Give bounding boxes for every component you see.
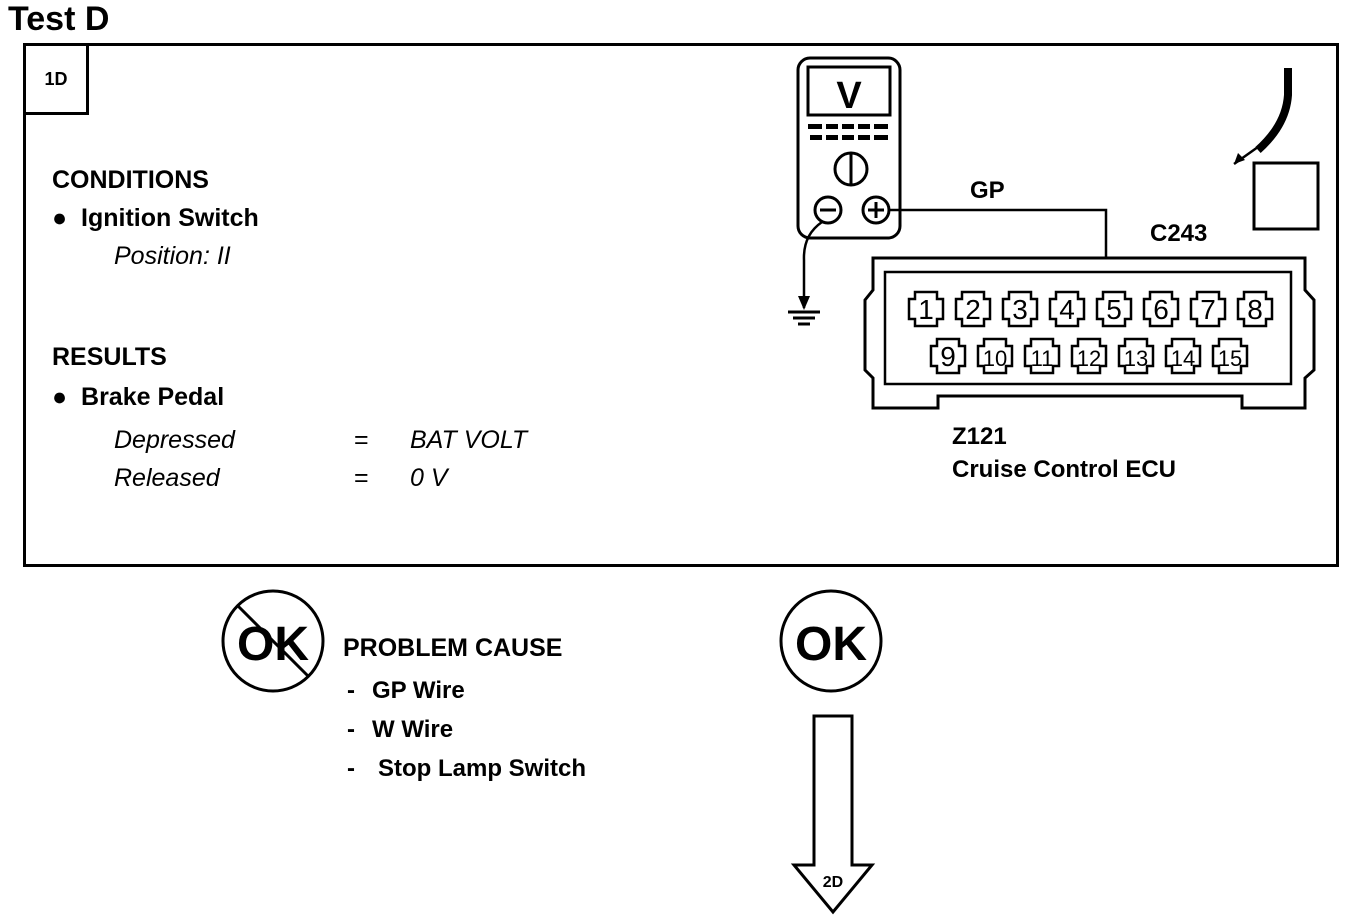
- connector-pin: 7: [1189, 290, 1227, 328]
- condition-detail: Position: II: [114, 242, 231, 270]
- result-state: Depressed: [114, 426, 235, 454]
- connector-id: C243: [1150, 220, 1207, 247]
- meter-unit: V: [836, 75, 862, 117]
- next-step-label: 2D: [823, 874, 843, 891]
- condition-label: Ignition Switch: [81, 204, 259, 232]
- ok-text: OK: [795, 618, 867, 671]
- problem-cause-item: GP Wire: [372, 677, 465, 704]
- pin-number: 3: [1012, 294, 1028, 325]
- bullet-icon: ●: [52, 383, 68, 411]
- result-equals: =: [354, 426, 369, 454]
- problem-cause-item: W Wire: [372, 716, 453, 743]
- pin-number: 12: [1077, 346, 1101, 371]
- pin-number: 7: [1200, 294, 1216, 325]
- cause-dash: -: [347, 677, 355, 704]
- not-ok-text: OK: [237, 618, 309, 671]
- pin-number: 15: [1218, 346, 1242, 371]
- step-id-box: 1D: [23, 43, 89, 115]
- component-name: Cruise Control ECU: [952, 456, 1176, 483]
- problem-cause-item: Stop Lamp Switch: [378, 755, 586, 782]
- slash-icon: [236, 604, 310, 678]
- wire-label: GP: [970, 177, 1005, 204]
- pin-number: 11: [1031, 346, 1054, 371]
- condition-item: ● Ignition Switch: [52, 204, 259, 233]
- ground-icon: [788, 296, 820, 326]
- result-value: BAT VOLT: [410, 426, 528, 454]
- connector-pin: 9: [929, 337, 967, 375]
- connector-pin: 13: [1117, 337, 1155, 375]
- pin-number: 1: [918, 294, 934, 325]
- result-state: Released: [114, 464, 220, 492]
- connector-locator-icon: [1233, 68, 1320, 231]
- pin-number: 2: [965, 294, 981, 325]
- connector-pin: 10: [976, 337, 1014, 375]
- connector-c243: [863, 256, 1316, 410]
- ground-lead: [802, 220, 823, 308]
- pin-number: 9: [940, 341, 956, 372]
- pin-number: 14: [1171, 346, 1195, 371]
- result-label: Brake Pedal: [81, 383, 225, 411]
- pin-number: 6: [1153, 294, 1169, 325]
- not-ok-symbol: OK: [221, 589, 325, 693]
- connector-pin: 6: [1142, 290, 1180, 328]
- results-heading: RESULTS: [52, 343, 167, 371]
- connector-pin: 2: [954, 290, 992, 328]
- connector-pin: 11: [1023, 337, 1061, 375]
- ok-symbol: OK: [779, 589, 883, 693]
- cause-dash: -: [347, 755, 355, 782]
- connector-pin: 8: [1236, 290, 1274, 328]
- pin-number: 5: [1106, 294, 1122, 325]
- page-title: Test D: [8, 0, 110, 38]
- pin-number: 13: [1124, 346, 1148, 371]
- pin-number: 4: [1059, 294, 1075, 325]
- cause-dash: -: [347, 716, 355, 743]
- result-equals: =: [354, 464, 369, 492]
- result-item: ● Brake Pedal: [52, 383, 224, 412]
- connector-pin: 12: [1070, 337, 1108, 375]
- conditions-heading: CONDITIONS: [52, 166, 209, 194]
- test-step-box: [23, 43, 1339, 567]
- connector-pin: 1: [907, 290, 945, 328]
- connector-pin: 14: [1164, 337, 1202, 375]
- connector-pin: 15: [1211, 337, 1249, 375]
- pin-number: 10: [983, 346, 1007, 371]
- pin-number: 8: [1247, 294, 1263, 325]
- result-value: 0 V: [410, 464, 448, 492]
- connector-pin: 4: [1048, 290, 1086, 328]
- connector-pin: 3: [1001, 290, 1039, 328]
- component-id: Z121: [952, 423, 1007, 450]
- problem-cause-heading: PROBLEM CAUSE: [343, 634, 562, 662]
- bullet-icon: ●: [52, 204, 68, 232]
- voltmeter-icon: V: [796, 56, 902, 240]
- next-step-arrow-icon: 2D: [790, 714, 876, 915]
- connector-pin: 5: [1095, 290, 1133, 328]
